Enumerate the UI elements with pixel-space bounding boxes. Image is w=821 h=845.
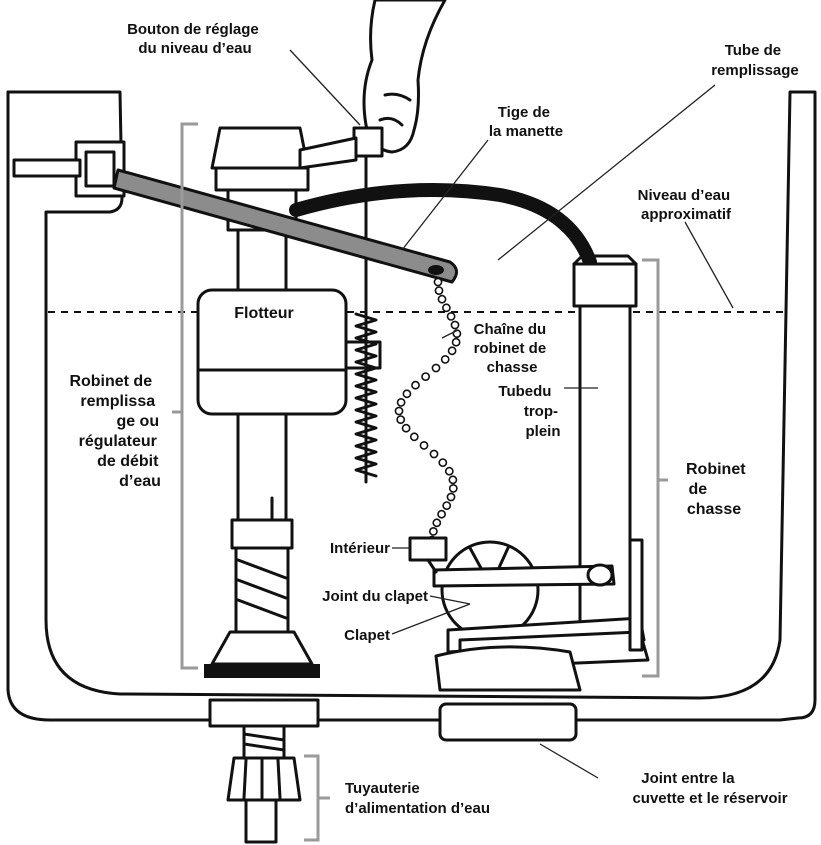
label-flotteur: Flotteur [234, 305, 294, 322]
leader-joint-cuvette [539, 743, 599, 779]
leader-joint-clapet [429, 595, 471, 605]
tank-to-bowl-gasket [438, 702, 578, 742]
supply-coupling [226, 756, 302, 802]
supply-pipe [244, 798, 278, 844]
chain-bead [394, 406, 404, 416]
flush-valve-bracket [628, 538, 644, 652]
label-joint-clapet: Joint du clapet [322, 588, 428, 605]
handle-mount-inner [84, 150, 116, 188]
label-niveau-eau: Niveau d’eau approximatif [638, 187, 735, 223]
chain-bead [396, 415, 406, 424]
label-interieur: Intérieur [330, 540, 390, 557]
fill-valve-bracket-line [172, 122, 198, 670]
chain-bead [433, 277, 443, 287]
chain-bead [431, 363, 441, 373]
overflow-tube-cap-top [572, 254, 638, 266]
chain-bead [419, 440, 429, 450]
chain-bead [432, 518, 442, 528]
flapper-hinge [586, 563, 614, 587]
flapper-ball [440, 540, 540, 640]
label-tuyauterie: Tuyauterie d’alimentation d’eau [345, 780, 490, 817]
chain-bead [437, 294, 447, 304]
chain-bead [437, 509, 446, 519]
chain-bead [409, 432, 419, 442]
flapper-arm [432, 564, 616, 588]
lever-hole [428, 265, 444, 275]
fill-valve-gasket [204, 664, 320, 678]
leader-chaine [441, 329, 459, 339]
label-chaine: Chaîne du robinet de chasse [474, 321, 551, 376]
leader-tige [401, 139, 489, 251]
label-tube-remplissage: Tube de remplissage [711, 42, 799, 79]
fill-valve-collar [230, 518, 294, 550]
label-tige-manette: Tige de la manette [489, 104, 563, 140]
hand-finger-line [378, 92, 412, 127]
label-tube-tropplein: Tubedu trop- plein [498, 383, 562, 440]
overflow-tube-cap [572, 262, 638, 308]
hand-illustration [362, 0, 447, 154]
fill-valve-base [210, 630, 314, 666]
chain-bead [429, 449, 439, 459]
flapper-ball-ribs [468, 546, 510, 572]
label-joint-cuvette: Joint entre la cuvette et le réservoir [632, 770, 787, 807]
chain-bead [442, 501, 452, 510]
flush-valve-seat [434, 645, 582, 692]
supply-coupling-ribs [242, 758, 282, 800]
leader-clapet [391, 603, 471, 635]
refill-tube [289, 183, 597, 269]
leader-niveau [684, 221, 734, 309]
label-clapet: Clapet [344, 627, 390, 644]
chain-bead [447, 346, 457, 356]
chain-bead [444, 466, 454, 476]
fill-valve-shaft-upper [236, 228, 288, 292]
tank-inner-wall [6, 90, 782, 722]
supply-thread-lines [242, 732, 286, 752]
chain-bead [428, 527, 438, 536]
chain-bead [401, 423, 411, 433]
supply-thread [242, 724, 286, 760]
leader-tube-remplissage [497, 84, 716, 261]
chain-bead [411, 380, 420, 390]
chain-bead [440, 354, 450, 364]
supply-bracket-line [304, 754, 330, 842]
fill-valve-head [214, 166, 310, 192]
trip-lever-arm [112, 168, 458, 284]
label-robinet-remplissage: Robinet de remplissa ge ou régulateur de… [69, 373, 163, 490]
adjustment-spring [354, 312, 378, 478]
overflow-tube [578, 304, 632, 638]
supply-nut [208, 698, 320, 728]
handle-lever [12, 158, 82, 178]
chain-clip-link [426, 558, 438, 574]
chain-bead [396, 397, 406, 407]
flush-chain [394, 277, 462, 545]
chain-bead [434, 286, 444, 295]
flush-valve-bracket-line [642, 258, 668, 678]
chain-clip-box [408, 536, 448, 562]
chain-bead [441, 303, 451, 313]
leader-bouton [289, 49, 361, 126]
fill-valve-shaft-lower [236, 412, 288, 522]
fill-valve-arm [298, 136, 358, 170]
tank-outline [6, 90, 817, 722]
fill-valve-cap [210, 126, 310, 170]
chain-bead [450, 320, 460, 330]
chain-bead [421, 372, 430, 381]
chain-bead [448, 483, 458, 493]
chain-bead [402, 389, 412, 399]
chain-bead [446, 311, 456, 321]
chain-bead [446, 492, 456, 502]
chain-bead [448, 475, 458, 485]
label-bouton-reglage: Bouton de réglage du niveau d’eau [127, 21, 263, 57]
label-robinet-chasse: Robinet de chasse [686, 461, 750, 518]
chain-bead [451, 337, 461, 347]
adjustment-knob [352, 126, 384, 158]
fill-valve-thread-lines [236, 558, 288, 620]
chain-bead [438, 458, 448, 467]
